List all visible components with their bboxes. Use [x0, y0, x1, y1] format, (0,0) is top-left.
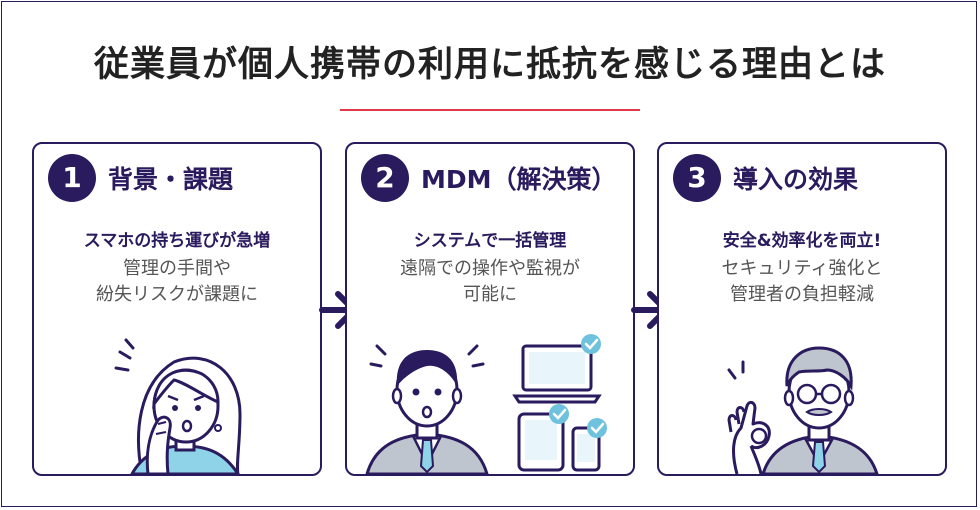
tablet-icon [517, 412, 565, 472]
card-solution: 2 MDM（解決策） システムで一括管理 遠隔での操作や監視が 可能に [345, 142, 635, 476]
card-subtitle: システムで一括管理 [413, 231, 567, 251]
check-icon [587, 418, 607, 438]
card-subtitle: 安全&効率化を両立! [722, 231, 882, 251]
laptop-icon [512, 344, 602, 404]
card-description-line: 管理の手間や [123, 258, 231, 279]
card-description-line: 紛失リスクが課題に [96, 284, 258, 305]
ok-gesture-elder-illustration [727, 346, 879, 474]
card-description-line: 管理者の負担軽減 [730, 284, 874, 305]
card-description: 遠隔での操作や監視が 可能に [347, 256, 633, 308]
check-icon [549, 404, 569, 424]
card-background: 1 背景・課題 スマホの持ち運びが急増 管理の手間や 紛失リスクが課題に [32, 142, 322, 476]
step-number-badge: 2 [361, 154, 409, 202]
card-title: 背景・課題 [108, 165, 234, 194]
step-number-badge: 3 [673, 154, 721, 202]
card-description-line: セキュリティ強化と [721, 258, 883, 279]
card-description-line: 可能に [463, 284, 517, 305]
check-icon [581, 334, 601, 354]
card-description-line: 遠隔での操作や監視が [400, 258, 580, 279]
card-description: セキュリティ強化と 管理者の負担軽減 [659, 256, 945, 308]
title-underline [340, 109, 640, 111]
card-subtitle: スマホの持ち運びが急増 [83, 231, 271, 251]
page-title: 従業員が個人携帯の利用に抵抗を感じる理由とは [93, 45, 886, 85]
surprised-man-illustration [365, 334, 607, 474]
card-title: 導入の効果 [733, 165, 859, 194]
card-effect: 3 導入の効果 安全&効率化を両立! セキュリティ強化と 管理者の負担軽減 [657, 142, 947, 476]
worried-woman-illustration [114, 338, 242, 474]
card-description: 管理の手間や 紛失リスクが課題に [34, 256, 320, 308]
card-title: MDM（解決策） [421, 165, 617, 194]
smartphone-icon [571, 426, 601, 472]
step-number-badge: 1 [48, 154, 96, 202]
